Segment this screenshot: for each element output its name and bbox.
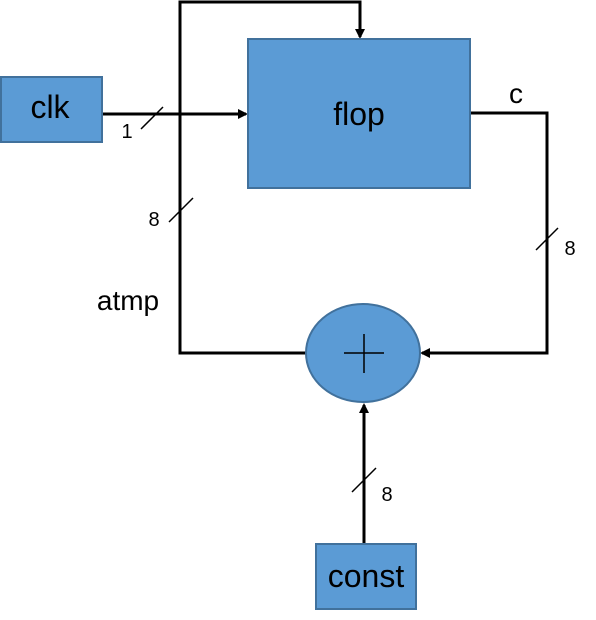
adder-node: [305, 303, 421, 403]
clk-bus-width: 1: [121, 121, 132, 143]
clk-block: clk: [0, 76, 103, 143]
flop-label: flop: [333, 96, 385, 132]
signal-atmp-label: atmp: [97, 285, 159, 316]
flop-block: flop: [247, 38, 471, 189]
feedback-bus-width: 8: [148, 209, 159, 231]
const-bus-slash: [351, 467, 377, 493]
output-bus-width: 8: [564, 238, 575, 260]
signal-c-label: c: [509, 78, 523, 109]
output-bus-slash: [535, 227, 559, 251]
const-block: const: [315, 543, 417, 610]
clk-label: clk: [30, 89, 70, 125]
feedback-bus-slash: [168, 197, 194, 223]
c-output-wire: [420, 111, 549, 358]
atmp-feedback-wire: [178, 0, 365, 355]
const-bus-width: 8: [381, 484, 392, 506]
const-label: const: [328, 558, 405, 594]
clk-bus-slash: [140, 106, 164, 130]
